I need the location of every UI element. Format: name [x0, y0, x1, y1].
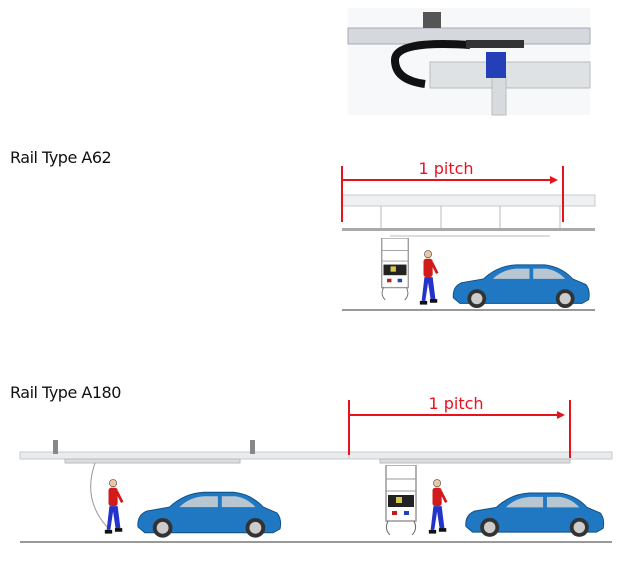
diagram-a62: 1 pitch	[341, 159, 596, 311]
diagram-a180-pitch: 1 pitch	[348, 394, 613, 543]
rail-type-a62-heading: Rail Type A62	[10, 148, 112, 167]
rail-type-a180-heading: Rail Type A180	[10, 383, 121, 402]
pitch-label: 1 pitch	[418, 159, 473, 178]
rail-photo	[347, 8, 591, 116]
pitch-label: 1 pitch	[428, 394, 483, 413]
